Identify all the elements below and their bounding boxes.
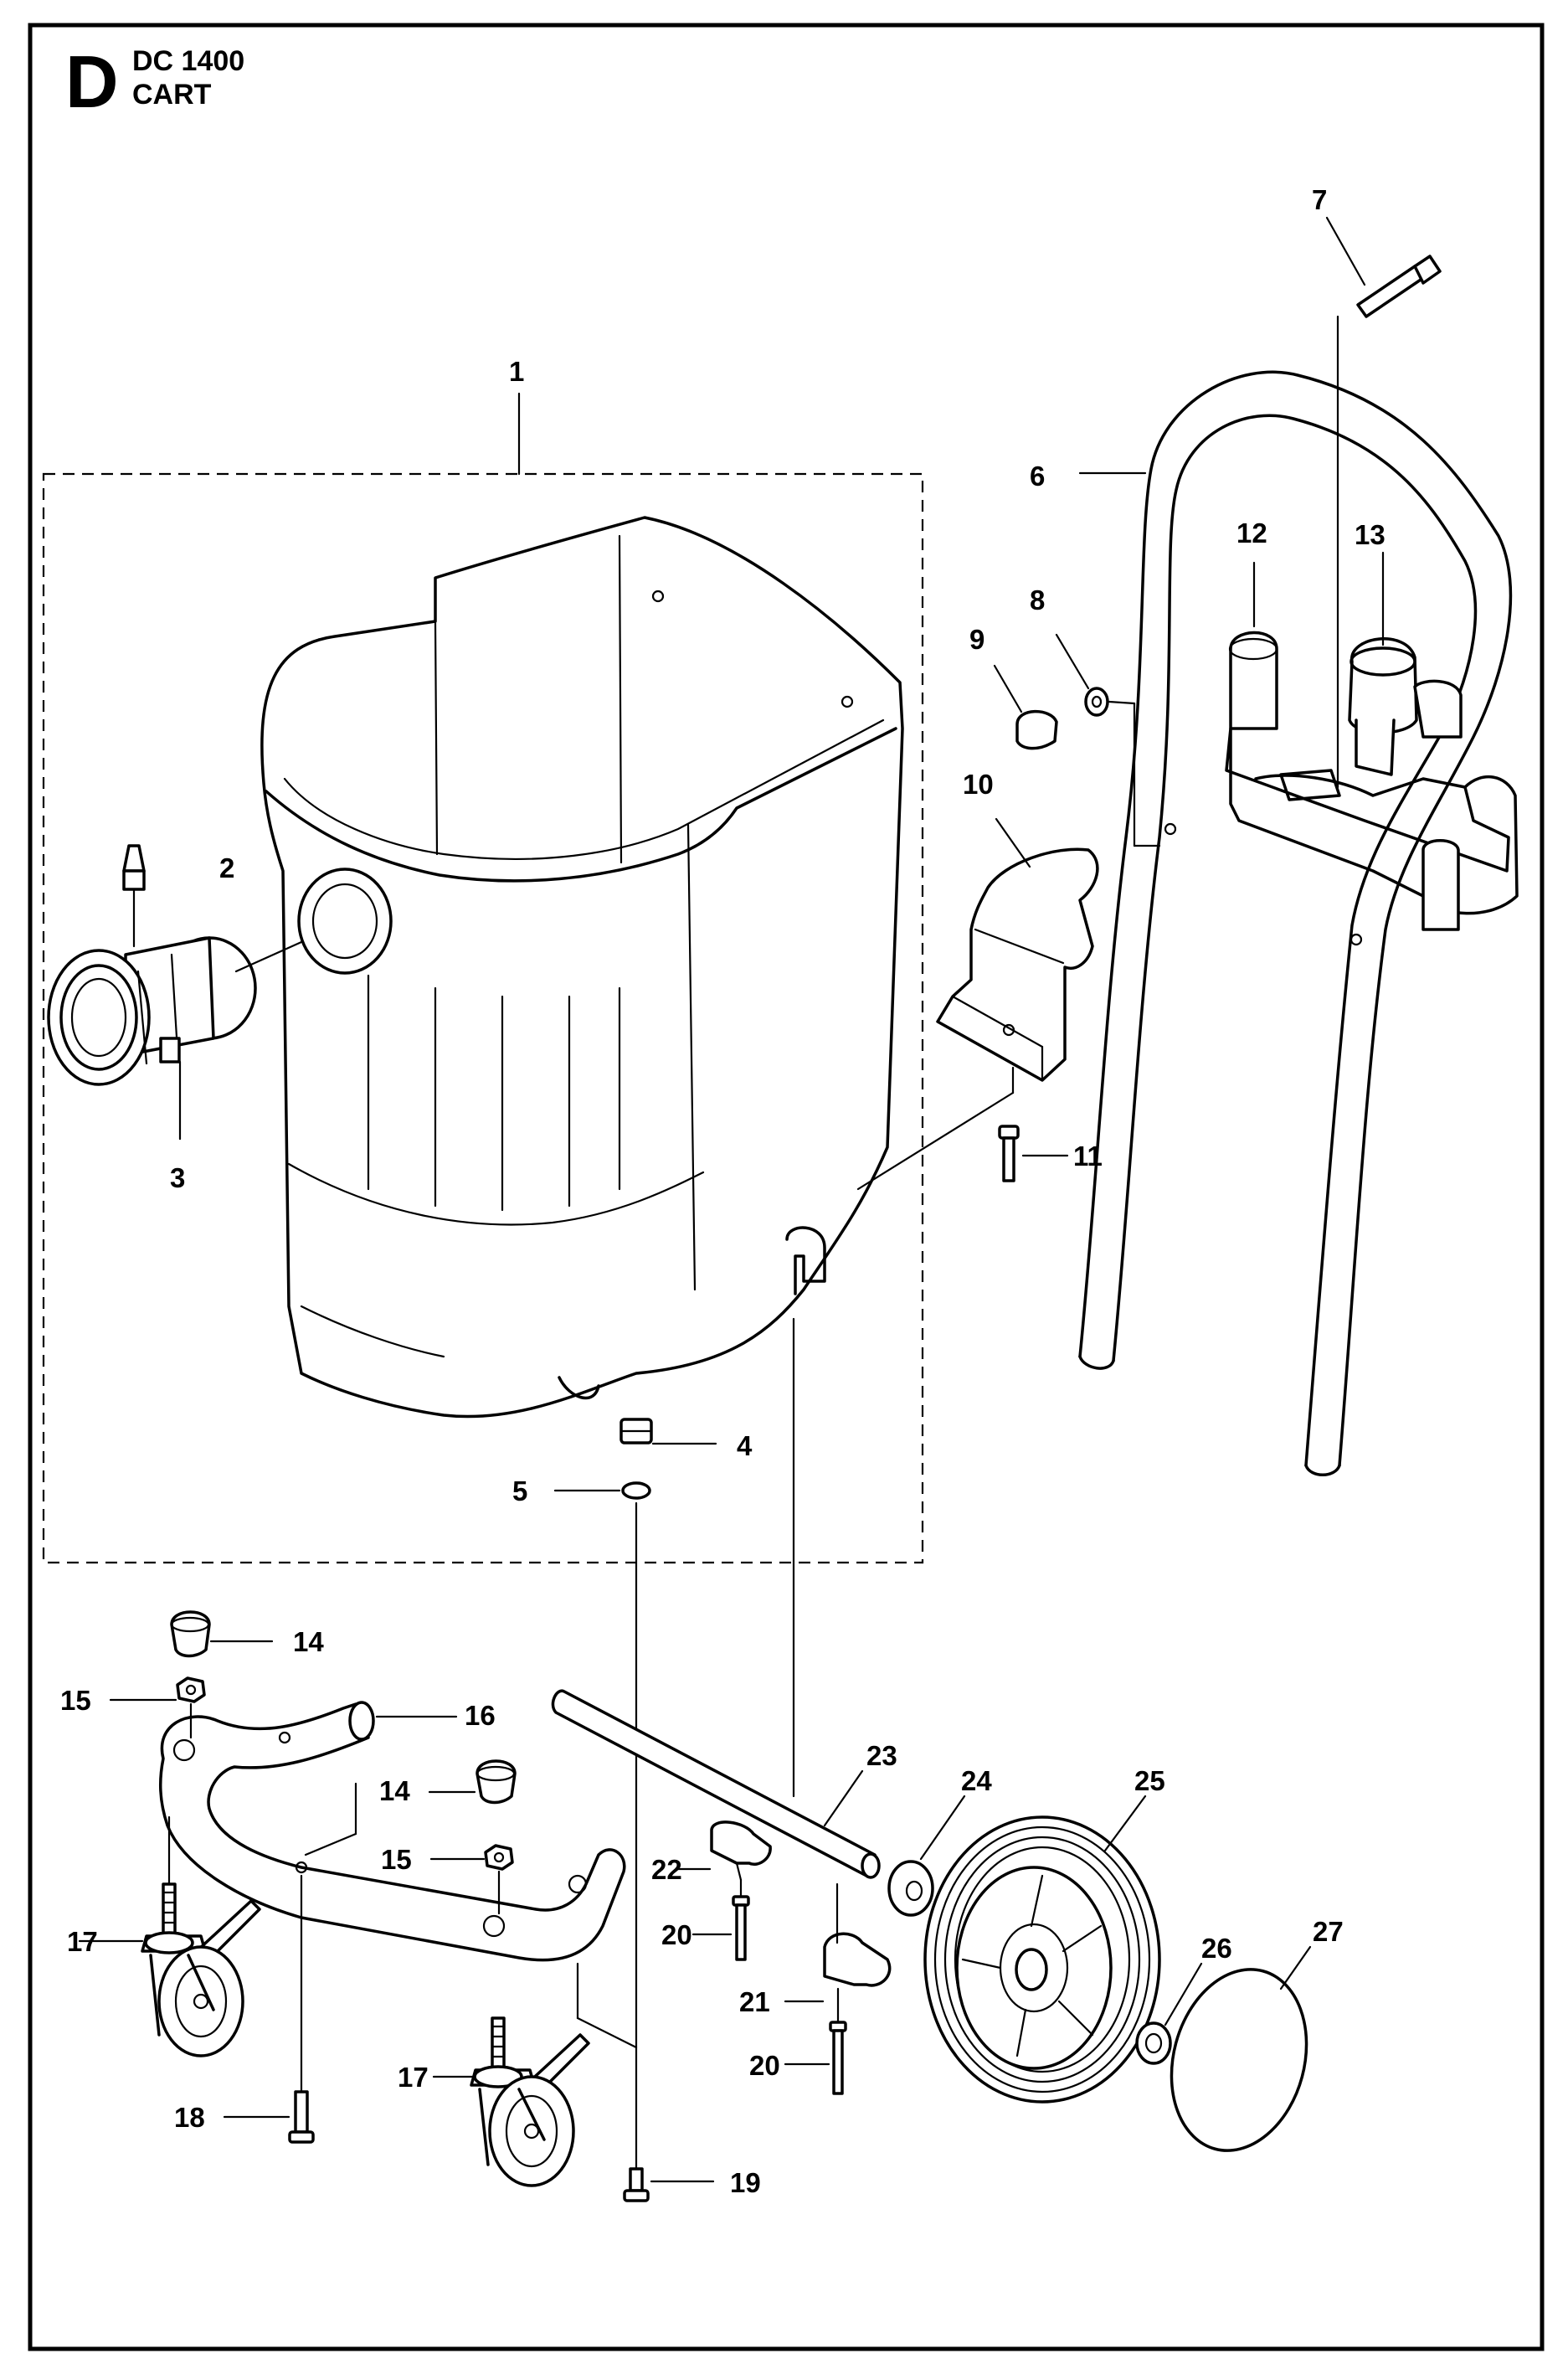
end-cap-right xyxy=(428,1759,517,1805)
callout-22: 22 xyxy=(651,1854,682,1885)
callout-14a: 14 xyxy=(293,1626,324,1657)
model-name: DC 1400 xyxy=(132,45,244,77)
caster-left xyxy=(78,1815,261,2057)
dust-container xyxy=(260,516,904,1419)
callout-16: 16 xyxy=(465,1700,496,1731)
end-cap-left xyxy=(170,1610,274,1658)
section-letter: D xyxy=(65,40,119,123)
callout-21: 21 xyxy=(739,1986,770,2017)
nut-left xyxy=(109,1676,206,1739)
valve-nipple xyxy=(122,844,146,948)
callout-5: 5 xyxy=(512,1475,527,1506)
callout-23: 23 xyxy=(866,1740,897,1771)
callout-8: 8 xyxy=(1030,584,1045,615)
axle-clamp-upper xyxy=(676,1820,772,1961)
callout-1: 1 xyxy=(509,356,524,387)
hub-cap xyxy=(1170,1945,1312,2152)
frame-screw-left xyxy=(223,1782,357,2144)
callout-2: 2 xyxy=(219,852,234,883)
callout-17a: 17 xyxy=(67,1926,98,1957)
callout-26: 26 xyxy=(1201,1933,1232,1964)
assembly-group-box xyxy=(42,472,924,1564)
callout-15b: 15 xyxy=(381,1844,412,1875)
retaining-clip xyxy=(1135,1962,1203,2065)
page-border xyxy=(28,23,1545,2351)
wheel-spacer xyxy=(887,1795,966,1917)
drain-plug xyxy=(619,1418,717,1445)
callout-3: 3 xyxy=(170,1162,185,1193)
callout-19: 19 xyxy=(730,2167,761,2198)
cap-nut xyxy=(993,664,1058,750)
washer xyxy=(1055,633,1161,847)
callout-11: 11 xyxy=(1073,1141,1103,1172)
callout-17b: 17 xyxy=(398,2062,429,2093)
callout-18: 18 xyxy=(174,2102,205,2133)
handle-tube xyxy=(1078,370,1513,1476)
callout-15a: 15 xyxy=(60,1685,91,1716)
hose-bracket xyxy=(856,817,1099,1191)
base-frame xyxy=(158,1701,626,1962)
callout-14b: 14 xyxy=(379,1775,410,1806)
handle-bolt xyxy=(1325,216,1442,789)
callout-labels: 1 2 3 4 5 6 7 8 9 10 11 12 13 14 14 15 1… xyxy=(60,184,1385,2198)
callout-25: 25 xyxy=(1134,1765,1165,1796)
callout-20a: 20 xyxy=(661,1919,692,1950)
caster-right xyxy=(432,2016,590,2187)
callout-13: 13 xyxy=(1355,519,1385,550)
tool-holder xyxy=(1225,551,1519,931)
wheel-axle xyxy=(551,1317,881,1879)
bracket-screw xyxy=(998,1125,1069,1182)
o-ring xyxy=(553,1481,651,2171)
rear-wheel xyxy=(923,1795,1161,2104)
callout-4: 4 xyxy=(737,1430,753,1461)
diagram-title: CART xyxy=(132,79,212,111)
frame-screw-right xyxy=(576,1962,715,2202)
nut-right xyxy=(429,1844,514,1915)
callout-9: 9 xyxy=(969,624,984,655)
inlet-coupling xyxy=(47,936,303,1141)
callout-20b: 20 xyxy=(749,2050,780,2081)
callout-10: 10 xyxy=(963,769,994,800)
axle-clamp-lower xyxy=(784,1882,892,2095)
callout-24: 24 xyxy=(961,1765,992,1796)
callout-6: 6 xyxy=(1030,461,1045,492)
callout-27: 27 xyxy=(1313,1916,1344,1947)
callout-7: 7 xyxy=(1312,184,1327,215)
callout-12: 12 xyxy=(1236,518,1267,548)
